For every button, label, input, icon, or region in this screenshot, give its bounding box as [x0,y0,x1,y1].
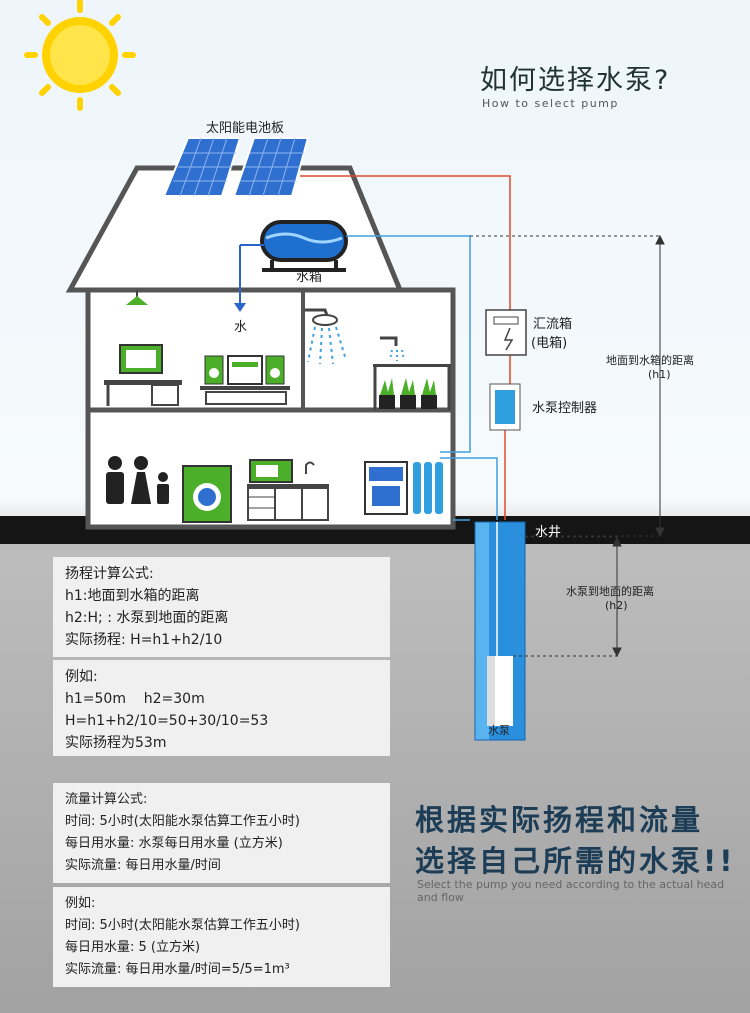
water-tank-icon [260,220,348,272]
pump-icon [487,656,513,726]
pump-label: 水泵 [488,724,510,737]
head-formula-box: 扬程计算公式: h1:地面到水箱的距离 h2:H; : 水泵到地面的距离 实际扬… [53,557,390,657]
stereo-icon [200,355,290,405]
combiner-box-label: 汇流箱 [533,317,573,332]
water-pipe [346,235,498,521]
faucet-icon [380,336,405,361]
shower-icon [305,308,347,365]
flow-example-line: 实际流量: 每日用水量/时间=5/5=1m³ [65,962,290,977]
h2-dimension [513,536,622,658]
tv-desk-icon [104,344,182,406]
combiner-box-sublabel: (电箱) [531,336,568,351]
sun-icon [24,0,136,111]
water-flow-arrow [234,244,264,312]
plants-icon [373,364,451,410]
flow-example-box: 例如: 时间: 5小时(太阳能水泵估算工作五小时) 每日用水量: 5 (立方米)… [53,887,390,987]
family-icon [106,456,169,504]
head-formula-line: h1:地面到水箱的距离 [65,588,200,604]
h1-dimension [470,234,665,538]
pump-controller-label: 水泵控制器 [532,401,598,416]
head-example-title: 例如: [65,669,98,685]
h2-symbol: (h2) [605,599,628,612]
water-label: 水 [234,320,248,335]
head-example-line: 实际扬程为53m [65,735,167,751]
head-example-line: h1=50m h2=30m [65,691,205,707]
kitchen-icon [247,459,329,521]
flow-example-line: 每日用水量: 5 (立方米) [65,940,201,955]
head-formula-line: h2:H; : 水泵到地面的距离 [65,610,229,626]
well-label: 水井 [535,525,562,540]
h1-symbol: (h1) [648,368,671,381]
combiner-box-icon [485,309,527,356]
head-example-line: H=h1+h2/10=50+30/10=53 [65,713,269,729]
head-example-box: 例如: h1=50m h2=30m H=h1+h2/10=50+30/10=53… [53,660,390,756]
slogan-line-1: 根据实际扬程和流量 [415,803,704,837]
page-subtitle: How to select pump [482,97,619,110]
head-formula-line: 实际扬程: H=h1+h2/10 [65,632,223,648]
flow-example-line: 时间: 5小时(太阳能水泵估算工作五小时) [65,918,300,933]
flow-example-title: 例如: [65,896,96,911]
flow-formula-line: 时间: 5小时(太阳能水泵估算工作五小时) [65,814,300,829]
slogan-line-2: 选择自己所需的水泵!! [415,844,736,878]
solar-panel-icon [162,137,310,197]
h2-label: 水泵到地面的距离 [566,585,654,598]
washing-machine-icon [182,465,232,523]
h1-label: 地面到水箱的距离 [606,354,694,367]
water-filter-icon [364,461,443,515]
solar-panel-label: 太阳能电池板 [206,121,285,136]
slogan-english: Select the pump you need according to th… [417,878,725,904]
lamp-icon [126,290,148,305]
house-roof [65,165,404,293]
pump-controller-icon [489,383,521,431]
water-tank-label: 水箱 [296,270,323,285]
page-title: 如何选择水泵? [480,65,671,96]
flow-formula-box: 流量计算公式: 时间: 5小时(太阳能水泵估算工作五小时) 每日用水量: 水泵每… [53,783,390,883]
flow-formula-title: 流量计算公式: [65,792,148,807]
power-cable [300,175,511,520]
head-formula-title: 扬程计算公式: [65,566,154,582]
flow-formula-line: 每日用水量: 水泵每日用水量 (立方米) [65,836,283,851]
flow-formula-line: 实际流量: 每日用水量/时间 [65,858,221,873]
